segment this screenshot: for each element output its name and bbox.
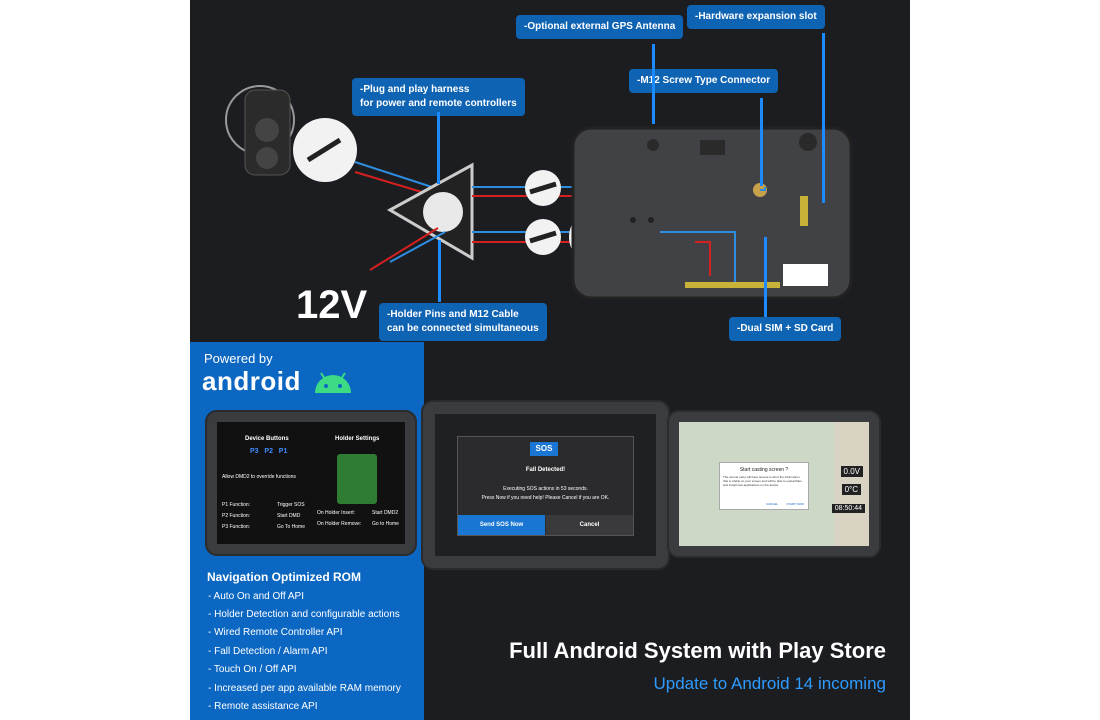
cast-dialog: Start casting screen ? The remote party …: [719, 462, 809, 510]
wiring-diagram: [225, 85, 853, 300]
holder-insert-value[interactable]: Start DMD2: [372, 510, 399, 516]
pointer-line-expansion: [822, 33, 825, 203]
android-robot-icon: [315, 372, 351, 393]
holder-remove-label: On Holder Remove:: [317, 521, 362, 527]
feature-holder-detection: - Holder Detection and configurable acti…: [208, 609, 400, 620]
holder-settings-heading: Holder Settings: [335, 436, 380, 442]
full-android-title: Full Android System with Play Store: [509, 638, 886, 663]
android-update-subtitle: Update to Android 14 incoming: [653, 674, 887, 693]
feature-remote-assistance: - Remote assistance API: [208, 701, 318, 712]
cast-cancel-button[interactable]: CANCEL: [766, 502, 779, 506]
holder-insert-label: On Holder Insert:: [317, 510, 356, 516]
p2-function-value[interactable]: Start DMD: [277, 513, 301, 519]
pointer-line-plug: [437, 112, 440, 184]
feature-fall-detection: - Fall Detection / Alarm API: [208, 646, 328, 657]
feature-touch-on-off: - Touch On / Off API: [208, 664, 297, 675]
fall-detected-title: Fall Detected!: [525, 467, 566, 473]
temperature-readout: 0°C: [841, 484, 861, 495]
voltage-label: 12V: [296, 283, 368, 327]
callout-plug-and-play: -Plug and play harness for power and rem…: [352, 78, 525, 116]
pointer-line-holder: [438, 240, 441, 302]
clock-readout: 08:50:44: [831, 504, 865, 513]
pointer-line-m12: [760, 98, 763, 186]
sos-badge: SOS: [530, 442, 558, 456]
send-sos-button[interactable]: Send SOS Now: [458, 515, 545, 535]
device-buttons-heading: Device Buttons: [245, 436, 289, 442]
speed-readout: 0.0V: [840, 466, 863, 477]
feature-auto-on-off: - Auto On and Off API: [208, 591, 304, 602]
feature-wired-remote: - Wired Remote Controller API: [208, 627, 343, 638]
p3-function-value[interactable]: Go To Home: [277, 524, 305, 530]
tablet-device-buttons: Device Buttons Holder Settings P3 P2 P1 …: [205, 410, 417, 556]
rom-title: Navigation Optimized ROM: [207, 570, 362, 584]
holder-remove-value[interactable]: Go to Home: [372, 521, 399, 527]
holder-image: [337, 454, 377, 504]
sos-instructions: Press Now if you need help! Please Cance…: [481, 495, 610, 501]
feature-ram-memory: - Increased per app available RAM memory: [208, 683, 401, 694]
p1-function-value[interactable]: Trigger SOS: [277, 502, 305, 508]
p3-function-label: P3 Function:: [222, 524, 251, 530]
powered-by-label: Powered by: [204, 351, 273, 366]
cancel-sos-button[interactable]: Cancel: [546, 515, 633, 535]
tablet-navigation: Start casting screen ? The remote party …: [667, 410, 881, 558]
harness-connector-image: [423, 192, 463, 232]
android-wordmark: android: [202, 366, 301, 396]
p2-function-label: P2 Function:: [222, 513, 251, 519]
callout-holder-pins: -Holder Pins and M12 Cable can be connec…: [379, 303, 547, 341]
p-buttons-label: P3 P2 P1: [250, 448, 288, 455]
callout-gps-antenna: -Optional external GPS Antenna: [516, 15, 684, 39]
p1-function-label: P1 Function:: [222, 502, 251, 508]
cast-dialog-body: The remote party will have access to all…: [723, 475, 802, 487]
tablet-sos: SOS Fall Detected! Executing SOS actions…: [421, 400, 670, 570]
sos-countdown-text: Executing SOS actions in 53 seconds.: [503, 486, 588, 492]
diagram-stage: -Plug and play harness for power and rem…: [190, 0, 910, 720]
tablet-back-image: [571, 126, 853, 300]
pointer-line-sim: [764, 237, 767, 317]
cast-start-button[interactable]: START NOW: [786, 502, 804, 506]
callout-dual-sim: -Dual SIM + SD Card: [729, 317, 842, 341]
sos-dialog: SOS Fall Detected! Executing SOS actions…: [457, 436, 634, 536]
cast-dialog-title: Start casting screen ?: [739, 467, 789, 473]
pointer-line-gps: [652, 44, 655, 124]
allow-override-label: Allow DMD2 to override functions: [222, 474, 296, 480]
callout-hardware-expansion: -Hardware expansion slot: [687, 5, 825, 29]
remote-controller-image: [225, 85, 357, 182]
